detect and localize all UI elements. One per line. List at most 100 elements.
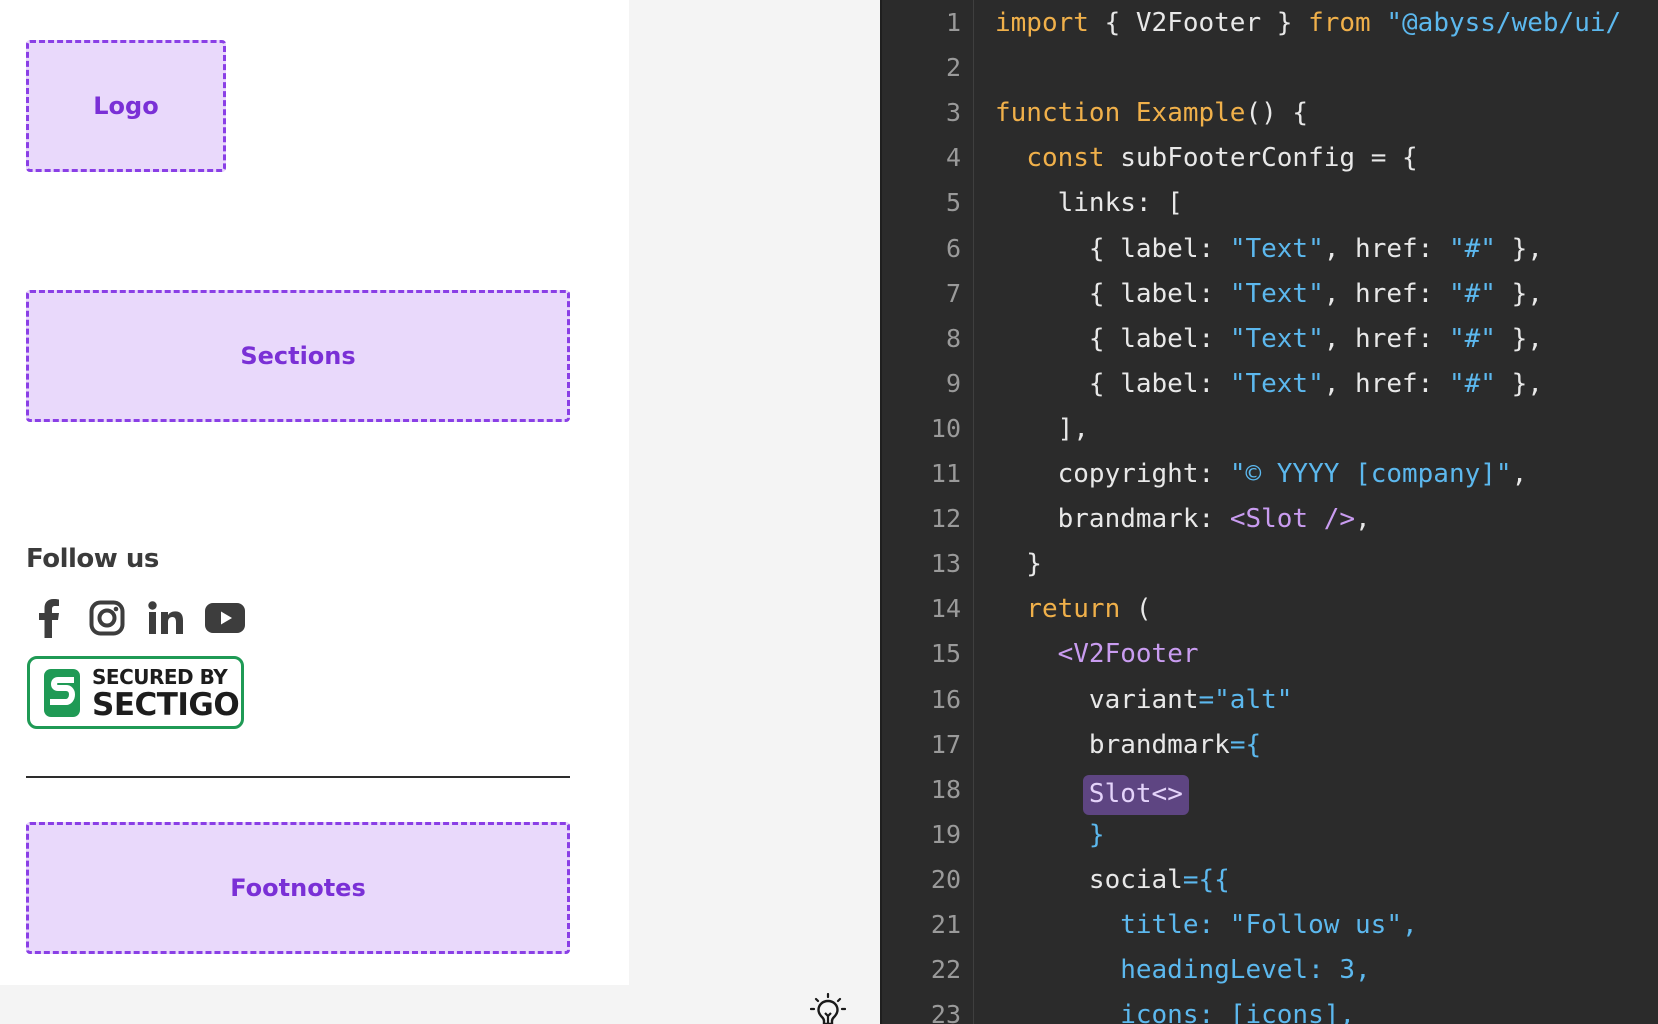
code-token: { label: [995,368,1230,399]
code-line[interactable]: import { V2Footer } from "@abyss/web/ui/ [995,8,1621,38]
code-line[interactable]: copyright: "© YYYY [company]", [995,459,1528,489]
code-token: , href: [1323,233,1449,264]
footnotes-slot[interactable]: Footnotes [26,822,570,954]
code-line[interactable]: ], [995,414,1089,444]
line-number: 11 [930,459,961,488]
line-number: 12 [930,504,961,534]
code-token: import [995,8,1089,38]
code-token: const [1026,143,1105,174]
line-number: 10 [930,413,961,443]
social-icons-row [26,598,262,638]
code-token: headingLevel: 3, [995,955,1371,986]
code-line[interactable]: icons: [icons], [995,1000,1355,1024]
code-token: return [1026,594,1121,625]
code-token [995,820,1089,850]
code-token: "© YYYY [company]" [1229,459,1512,489]
instagram-icon[interactable] [85,598,129,638]
code-line[interactable]: Slot<> [995,774,1189,815]
code-line[interactable]: { label: "Text", href: "#" }, [995,234,1543,264]
code-token: } [1088,819,1105,850]
code-token: from [1308,8,1371,38]
logo-slot[interactable]: Logo [26,40,226,172]
code-token: ={{ [1182,864,1230,895]
code-line[interactable]: links: [ [995,188,1183,218]
code-token: "Text" [1229,368,1324,399]
code-line[interactable]: const subFooterConfig = { [995,143,1418,174]
sectigo-badge-line1: SECURED BY [92,664,228,689]
code-token: variant [995,684,1199,715]
code-token [995,143,1026,173]
line-number: 5 [945,188,961,218]
code-line[interactable]: return ( [995,594,1152,625]
code-line[interactable]: variant="alt" [995,684,1293,715]
line-number: 18 [930,774,961,804]
code-token: }, [1495,233,1543,264]
facebook-icon[interactable] [26,598,70,638]
code-token: , href: [1323,368,1449,399]
code-line[interactable]: <V2Footer [995,639,1199,669]
code-token: "#" [1448,278,1496,309]
code-token: , [1511,459,1528,489]
code-line[interactable]: brandmark={ [995,730,1261,760]
code-token: title: "Follow us", [995,910,1418,940]
line-number: 1 [945,8,961,37]
code-token: "#" [1448,233,1496,264]
sections-slot[interactable]: Sections [26,290,570,422]
code-line[interactable]: brandmark: <Slot />, [995,504,1371,534]
code-token: , [1355,504,1371,535]
code-token: { V2Footer } [1088,8,1309,38]
line-number: 22 [930,955,961,985]
preview-canvas: Logo Sections Follow us [0,0,629,985]
code-line[interactable]: social={{ [995,865,1230,895]
logo-slot-label: Logo [93,92,159,120]
code-token: "Text" [1229,323,1324,354]
code-token [1371,8,1387,38]
sectigo-secure-badge: SECURED BY SECTIGO [27,656,244,729]
code-line[interactable]: headingLevel: 3, [995,955,1371,986]
line-number: 16 [930,684,961,714]
line-number: 19 [930,819,961,849]
linkedin-icon[interactable] [144,598,188,638]
youtube-icon[interactable] [203,598,247,638]
code-token: subFooterConfig = { [1104,143,1418,174]
code-token: <V2Footer [1057,639,1199,670]
line-number: 4 [945,143,961,173]
sectigo-badge-line2: SECTIGO [92,686,240,723]
code-line[interactable]: { label: "Text", href: "#" }, [995,279,1543,309]
code-token: "Text" [1229,278,1324,309]
code-token: }, [1495,323,1543,354]
follow-us-heading: Follow us [26,544,159,574]
line-number: 2 [945,53,961,83]
code-token: Example [1135,98,1246,129]
code-token: "Text" [1229,233,1324,264]
code-line[interactable]: } [995,820,1105,850]
code-token: { label: [995,233,1230,264]
code-line[interactable]: function Example() { [995,98,1308,128]
code-line[interactable]: } [995,549,1042,579]
footnotes-slot-label: Footnotes [230,874,366,902]
sectigo-logo-icon [44,668,80,717]
line-number: 14 [930,594,961,624]
line-number: 6 [945,233,961,263]
code-token: , href: [1323,278,1449,309]
code-token: }, [1495,368,1543,399]
code-line[interactable]: { label: "Text", href: "#" }, [995,324,1543,354]
slot-chip[interactable]: Slot<> [1082,774,1189,815]
line-number: 8 [945,323,961,353]
footer-divider [26,776,570,778]
lightbulb-icon[interactable] [809,992,847,1024]
code-line[interactable]: title: "Follow us", [995,910,1418,940]
line-number: 15 [930,639,961,669]
sections-slot-label: Sections [240,342,356,370]
line-number: 7 [945,278,961,308]
code-token: = [1198,684,1215,715]
code-token [995,779,1089,809]
line-number: 17 [930,729,961,759]
code-line[interactable]: { label: "Text", href: "#" }, [995,369,1543,399]
line-number: 3 [945,98,961,128]
code-token: ( [1120,594,1152,625]
code-token: , href: [1323,323,1449,354]
code-token: "#" [1448,323,1496,354]
line-number: 9 [945,368,961,398]
